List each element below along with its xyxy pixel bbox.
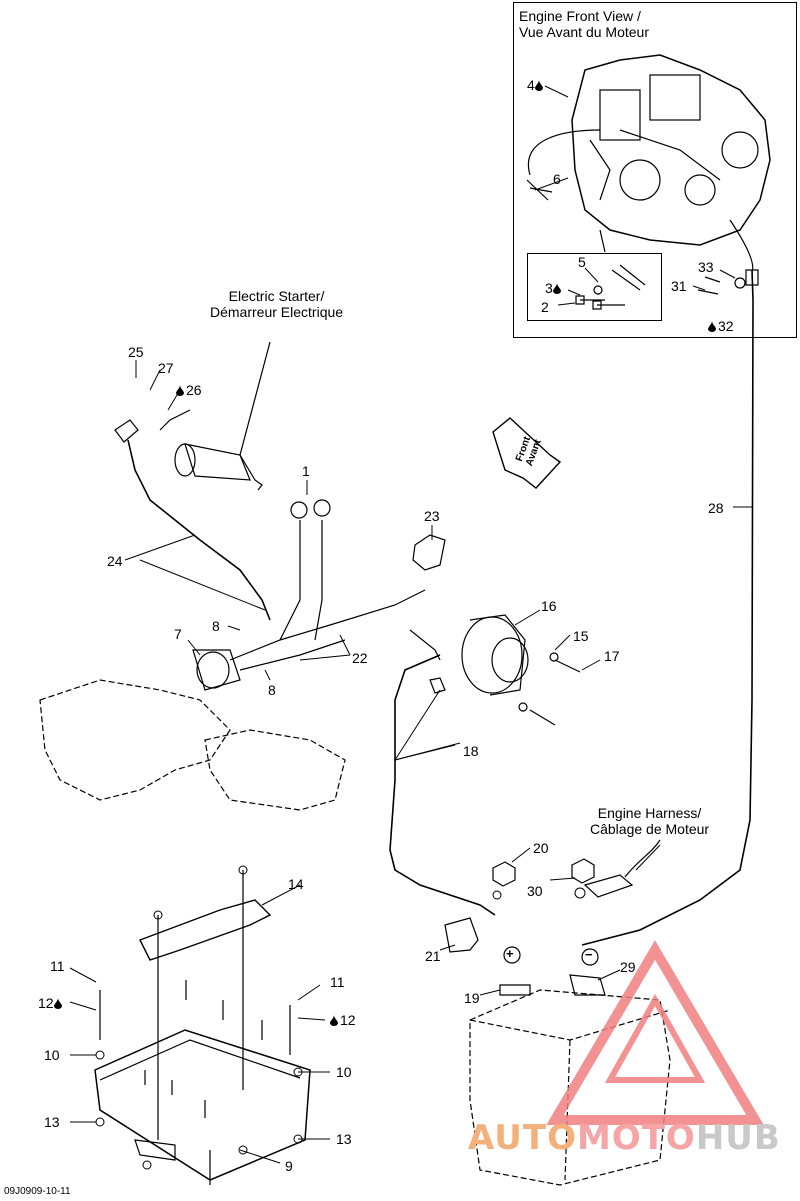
watermark-part-moto: MOTO — [576, 1118, 696, 1158]
engine-sketch — [526, 54, 771, 273]
harness-title-fr: Câblage de Moteur — [590, 821, 710, 837]
callout-7: 7 — [174, 626, 182, 642]
callout-24: 24 — [107, 553, 123, 569]
front-arrow — [492, 417, 562, 489]
harness-title-en: Engine Harness/ — [597, 805, 702, 821]
leader-lines — [69, 85, 752, 1164]
watermark-logo — [546, 940, 764, 1125]
callout-22: 22 — [352, 650, 368, 666]
positive-terminal-symbol — [503, 946, 521, 964]
callout-28: 28 — [708, 500, 724, 516]
oil-drop-icon — [176, 385, 184, 396]
oil-drop-icon — [708, 321, 716, 332]
callout-32: 32 — [708, 318, 734, 334]
callout-9: 9 — [285, 1158, 293, 1174]
callout-10-right: 10 — [336, 1064, 352, 1080]
callout-31: 31 — [671, 278, 687, 294]
bolts-detail-box — [527, 253, 662, 321]
oil-drop-icon — [53, 998, 62, 1009]
engine-front-title-en: Engine Front View / — [519, 8, 641, 24]
callout-18: 18 — [463, 743, 479, 759]
negative-terminal-label: − — [585, 947, 593, 962]
callout-11-left: 11 — [50, 958, 65, 974]
callout-27: 27 — [158, 360, 174, 376]
callout-8-bottom: 8 — [268, 682, 276, 698]
callout-12-left: 12 — [38, 995, 64, 1011]
callout-19: 19 — [464, 990, 480, 1006]
engine-front-view-title: Engine Front View / Vue Avant du Moteur — [519, 8, 649, 40]
oil-drop-icon — [330, 1015, 338, 1026]
positive-terminal-label: + — [506, 946, 514, 961]
starter-title-fr: Démarreur Electrique — [210, 304, 344, 320]
negative-terminal-symbol — [581, 948, 599, 966]
callout-8-top: 8 — [212, 618, 220, 634]
callout-4: 4 — [527, 77, 545, 93]
callout-5: 5 — [578, 254, 586, 270]
engine-block — [39, 679, 346, 811]
callout-12-right: 12 — [330, 1012, 356, 1028]
callout-13-right: 13 — [336, 1131, 352, 1147]
engine-front-view-inset — [513, 2, 797, 338]
sub-box-bolts — [575, 264, 646, 310]
callout-17: 17 — [604, 648, 620, 664]
callout-33: 33 — [698, 259, 714, 275]
cable-28 — [581, 269, 754, 946]
callout-16: 16 — [541, 598, 557, 614]
callout-26: 26 — [176, 382, 202, 398]
battery-tray — [94, 1029, 311, 1185]
callout-21: 21 — [425, 948, 441, 964]
callout-15: 15 — [573, 628, 589, 644]
electric-starter-title: Electric Starter/ Démarreur Electrique — [210, 288, 343, 320]
callout-20: 20 — [533, 840, 549, 856]
callout-3: 3 — [545, 280, 563, 296]
callout-14: 14 — [288, 876, 304, 892]
watermark-text: AUTOMOTOHUB — [468, 1118, 781, 1158]
diagram-code: 09J0909-10-11 — [4, 1186, 71, 1197]
callout-23: 23 — [424, 508, 440, 524]
watermark-part-hub: HUB — [695, 1118, 781, 1158]
callout-11-right: 11 — [330, 974, 345, 990]
callout-2: 2 — [541, 299, 549, 315]
oil-drop-icon — [552, 283, 561, 294]
solenoid — [192, 589, 426, 691]
battery — [469, 989, 671, 1186]
watermark-part-auto: AUTO — [468, 1118, 577, 1158]
starter-title-en: Electric Starter/ — [228, 288, 325, 304]
callout-6: 6 — [553, 171, 561, 187]
oil-drop-icon — [534, 80, 543, 91]
callout-30: 30 — [527, 883, 543, 899]
callout-1: 1 — [302, 463, 310, 479]
callout-13-left: 13 — [44, 1114, 60, 1130]
callout-25: 25 — [128, 344, 144, 360]
callout-10-left: 10 — [44, 1047, 60, 1063]
alternator-16 — [461, 614, 529, 696]
electric-starter — [174, 341, 271, 491]
engine-harness-title: Engine Harness/ Câblage de Moteur — [590, 805, 709, 837]
callout-29: 29 — [620, 959, 636, 975]
engine-front-title-fr: Vue Avant du Moteur — [519, 24, 649, 40]
